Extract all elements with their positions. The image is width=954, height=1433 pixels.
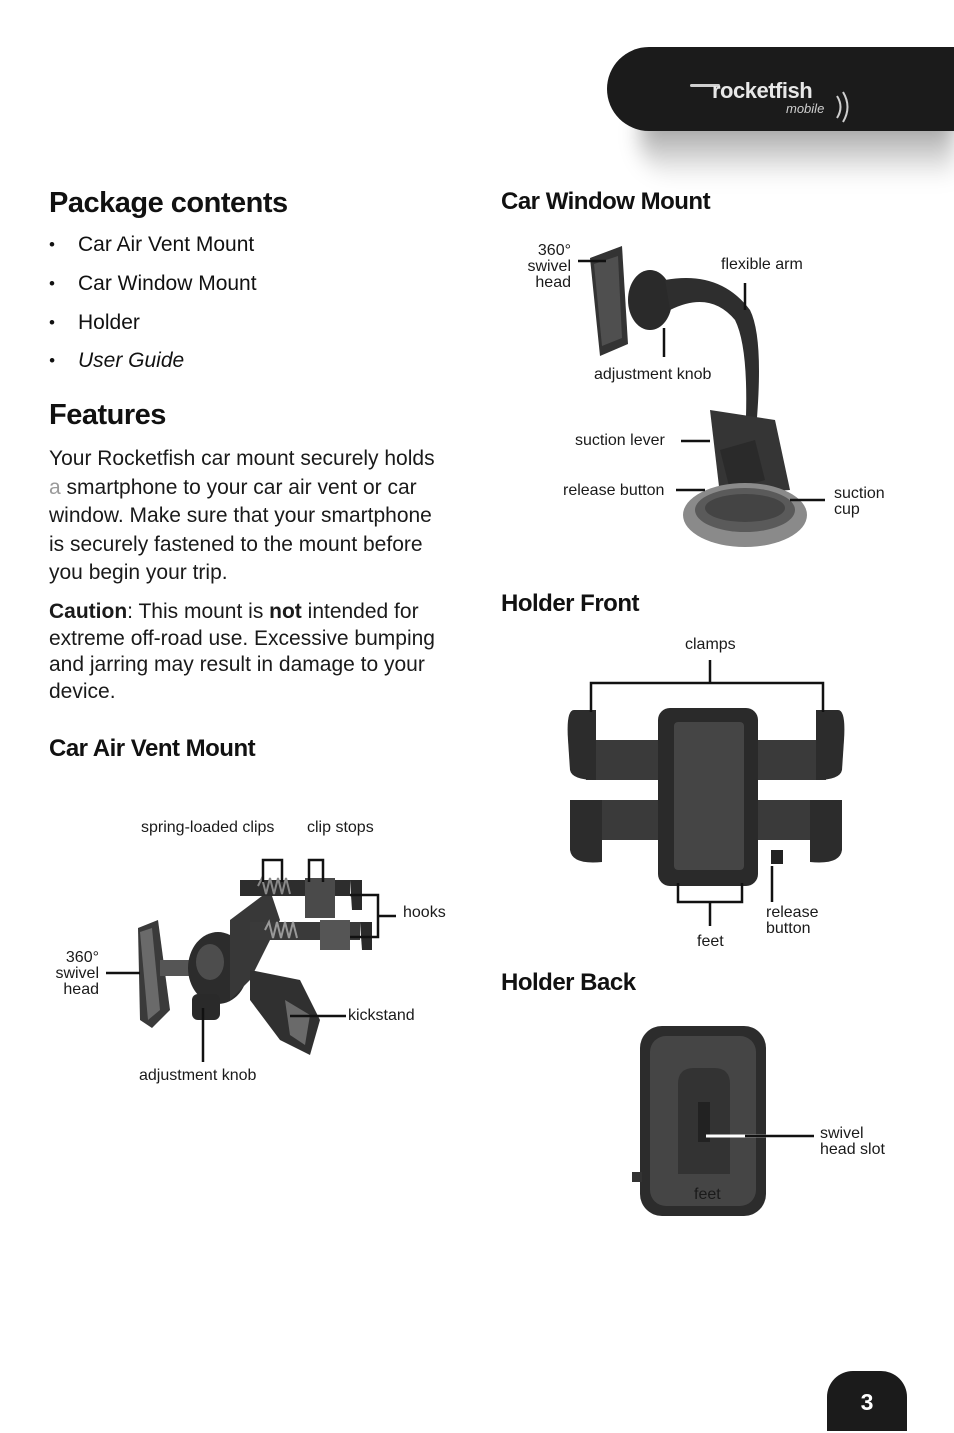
features-heading: Features — [49, 399, 166, 431]
label-release-button-front: release button — [766, 905, 818, 937]
caution-label: Caution — [49, 600, 128, 623]
features-paragraph: Your Rocketfish car mount securely holds… — [49, 445, 449, 588]
package-contents-list: Car Air Vent Mount Car Window Mount Hold… — [49, 233, 449, 388]
label-line: cup — [834, 501, 860, 518]
label-spring-loaded-clips: spring-loaded clips — [141, 819, 275, 836]
label-clamps: clamps — [685, 636, 736, 653]
label-line: suction — [834, 485, 885, 502]
label-feet-front: feet — [697, 933, 724, 950]
label-line: 360° — [65, 949, 99, 966]
label-adjustment-knob-window: adjustment knob — [594, 366, 712, 383]
features-text-grey: a — [49, 475, 61, 499]
label-line: head — [63, 981, 99, 998]
label-kickstand: kickstand — [348, 1007, 415, 1024]
features-text-b: smartphone to your car air vent or car w… — [49, 475, 432, 585]
list-item: Car Window Mount — [49, 272, 449, 311]
label-line: release — [766, 904, 819, 921]
air-vent-heading: Car Air Vent Mount — [49, 735, 256, 762]
list-item: User Guide — [49, 349, 449, 388]
label-feet-back: feet — [694, 1186, 721, 1203]
logo-swoosh — [690, 84, 720, 87]
label-flexible-arm: flexible arm — [721, 256, 803, 273]
label-adjustment-knob-vent: adjustment knob — [139, 1067, 257, 1084]
label-line: head slot — [820, 1141, 885, 1158]
brand-tab — [607, 47, 954, 131]
label-swivel-head-slot: swivel head slot — [820, 1126, 885, 1158]
window-mount-illustration — [590, 246, 807, 547]
signal-waves-icon — [836, 91, 849, 123]
label-suction-cup: suction cup — [834, 486, 885, 518]
label-line: button — [766, 920, 811, 937]
package-contents-heading: Package contents — [49, 187, 288, 219]
caution-paragraph: Caution: This mount is not intended for … — [49, 599, 449, 705]
caution-not: not — [269, 600, 302, 623]
label-swivel-head-window: 360° swivel head — [510, 243, 571, 291]
list-item: Holder — [49, 311, 449, 350]
label-hooks: hooks — [403, 904, 446, 921]
caution-text-b: intended for extreme off-road use. Exces… — [49, 600, 435, 703]
brand-logo-sub: mobile — [786, 101, 825, 116]
page-number: 3 — [827, 1371, 907, 1431]
label-line: swivel — [820, 1125, 864, 1142]
holder-back-illustration — [632, 1026, 766, 1216]
label-line: swivel — [527, 258, 571, 275]
holder-front-heading: Holder Front — [501, 590, 640, 617]
list-item: Car Air Vent Mount — [49, 233, 449, 272]
label-line: swivel — [55, 965, 99, 982]
air-vent-mount-illustration — [138, 875, 372, 1055]
brand-logo: rocketfish — [712, 78, 813, 103]
holder-front-illustration — [567, 708, 845, 886]
window-mount-heading: Car Window Mount — [501, 188, 711, 215]
caution-text-a: : This mount is — [127, 600, 270, 623]
label-swivel-head-vent: 360° swivel head — [40, 950, 99, 998]
features-text-a: Your Rocketfish car mount securely holds — [49, 447, 435, 470]
label-clip-stops: clip stops — [307, 819, 374, 836]
label-suction-lever: suction lever — [575, 432, 665, 449]
label-line: 360° — [537, 242, 571, 259]
label-release-button-window: release button — [563, 482, 665, 499]
label-line: head — [535, 274, 571, 291]
holder-back-heading: Holder Back — [501, 969, 636, 996]
